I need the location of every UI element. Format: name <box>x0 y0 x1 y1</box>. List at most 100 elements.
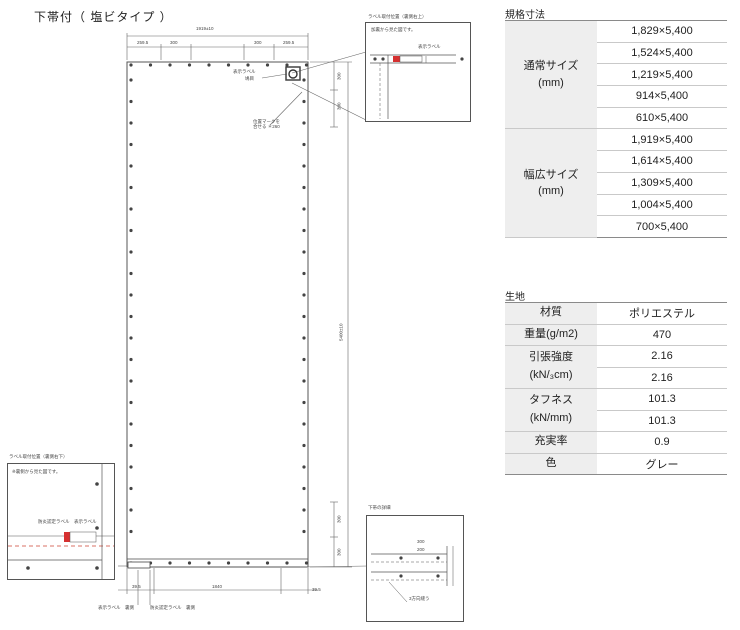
row-value: 2.16 <box>597 345 727 368</box>
row-label: 充実率 <box>505 431 597 454</box>
inset-right-title: 下帯の詳細 <box>368 505 391 510</box>
inset-top-label-position: 加裏から見た図です。 表示ラベル <box>365 22 471 122</box>
grommet-dot <box>302 379 306 383</box>
size-cell: 1,919×5,400 <box>597 128 727 152</box>
row-label: 重量(g/m2) <box>505 324 597 346</box>
grommet-dot <box>168 561 172 565</box>
inset-right-graphic <box>371 546 454 603</box>
grommet-dot <box>129 508 133 512</box>
row-label: 色 <box>505 453 597 475</box>
grommet-dot <box>304 561 309 565</box>
grommet-dot <box>168 63 172 67</box>
grommet-dot <box>302 293 306 297</box>
grommet-dot <box>302 465 306 469</box>
dim-bottom-center: 1840 <box>212 584 223 589</box>
inset-top-graphic <box>370 54 464 119</box>
dim-right-300: 300 <box>336 102 342 111</box>
dim-right-bottom: 300 <box>336 548 342 557</box>
grommet-dot <box>302 314 306 319</box>
dim-top-left: 259.5 <box>137 40 149 45</box>
sheet-drawing <box>118 33 369 605</box>
grommet-dot <box>129 486 133 491</box>
row-value: 101.3 <box>597 410 727 432</box>
inset-right-dim2: 200 <box>417 547 425 552</box>
group-label-standard: 通常サイズ (mm) <box>505 19 597 130</box>
grommet-dot <box>129 271 133 276</box>
top-dimensions <box>126 33 309 60</box>
annotation-bottom-display: 表示ラベル 裏側 <box>98 605 134 610</box>
grommet-dot <box>246 561 250 565</box>
grommet-dot <box>129 357 133 362</box>
group-label-wide: 幅広サイズ (mm) <box>505 128 597 238</box>
grommet-dot <box>246 63 250 67</box>
grommet-dot <box>285 63 289 67</box>
row-label-toughness: タフネス (kN/mm) <box>505 388 597 432</box>
row-value: 101.3 <box>597 388 727 411</box>
dim-top-300-right: 300 <box>254 40 262 45</box>
row-value: 470 <box>597 324 727 346</box>
grommet-dot <box>187 63 192 67</box>
grommet-dot <box>302 422 306 426</box>
grommet-dot <box>302 121 306 125</box>
dim-right-total: 5400±10 <box>338 323 344 342</box>
grommet-dot <box>129 443 133 448</box>
table-row: 1,004×5,400 <box>505 194 727 217</box>
grommet-dot <box>129 314 133 319</box>
grommet-dot <box>129 121 133 125</box>
dim-top-300-left: 300 <box>170 40 178 45</box>
size-cell: 1,004×5,400 <box>597 194 727 217</box>
table-row: 1,309×5,400 <box>505 172 727 195</box>
grommet-dot <box>129 529 133 534</box>
row-label-tensile: 引張強度 (kN/₃cm) <box>505 345 597 389</box>
inset-left-title: ラベル取付位置（裏側右下） <box>9 454 68 459</box>
grommet-dot <box>302 207 306 211</box>
dim-right-top: 300 <box>336 72 342 81</box>
size-cell: 1,219×5,400 <box>597 63 727 87</box>
grommet-dot <box>129 465 133 469</box>
annotation-display-label: 表示ラベル <box>233 69 256 74</box>
annotation-grommet: 鳩目 <box>245 76 254 81</box>
size-cell: 610×5,400 <box>597 107 727 130</box>
table-row: 2.16 <box>505 367 727 389</box>
grommet-dot <box>129 185 133 190</box>
grommet-dot <box>304 63 309 67</box>
inset-right-dim1: 300 <box>417 539 425 544</box>
inset-top-display-label: 表示ラベル <box>418 44 441 49</box>
grommet-dot <box>302 78 306 82</box>
table-row: 1,524×5,400 <box>505 42 727 65</box>
size-cell: 1,829×5,400 <box>597 20 727 43</box>
inset-top-caption: 加裏から見た図です。 <box>371 27 416 32</box>
drawing-title: 下帯付（ 塩ビタイプ ） <box>34 10 173 24</box>
table-row: 幅広サイズ (mm) 1,919×5,400 <box>505 128 727 238</box>
grommet-dot <box>302 250 306 254</box>
leader-lines <box>118 51 369 605</box>
row-value: 0.9 <box>597 431 727 454</box>
row-value: グレー <box>597 453 727 475</box>
grommet-dot <box>148 63 153 67</box>
grommet-dot <box>129 400 133 405</box>
grommet-dot <box>302 336 306 340</box>
grommet-dot <box>129 63 133 67</box>
dim-bottom-right: 39.5 <box>312 587 321 592</box>
row-value: 2.16 <box>597 367 727 389</box>
grommet-dot <box>207 561 211 565</box>
size-table-title: 規格寸法 <box>505 10 545 21</box>
grommet-dot <box>302 400 306 405</box>
size-cell: 1,524×5,400 <box>597 42 727 65</box>
grommet-dot <box>129 142 133 147</box>
bottom-band <box>126 558 309 568</box>
fabric-table: 材質 ポリエステル 重量(g/m2) 470 引張強度 (kN/₃cm) 2.1… <box>505 302 727 475</box>
grommet-dot <box>302 357 306 362</box>
display-label-marker <box>285 66 301 81</box>
table-row: 700×5,400 <box>505 215 727 238</box>
inset-left-caption: ※裏側から見た図です。 <box>12 469 61 474</box>
grommet-dot <box>285 561 289 565</box>
grommet-dot <box>129 228 133 233</box>
grommet-dot <box>302 99 306 104</box>
grommet-dot <box>187 561 192 565</box>
table-row: 1,614×5,400 <box>505 150 727 173</box>
inset-left-certified-label: 防炎認定ラベル <box>38 519 70 524</box>
grommet-dot <box>129 99 133 104</box>
table-row: 材質 ポリエステル <box>505 302 727 325</box>
right-dimensions <box>310 61 352 568</box>
